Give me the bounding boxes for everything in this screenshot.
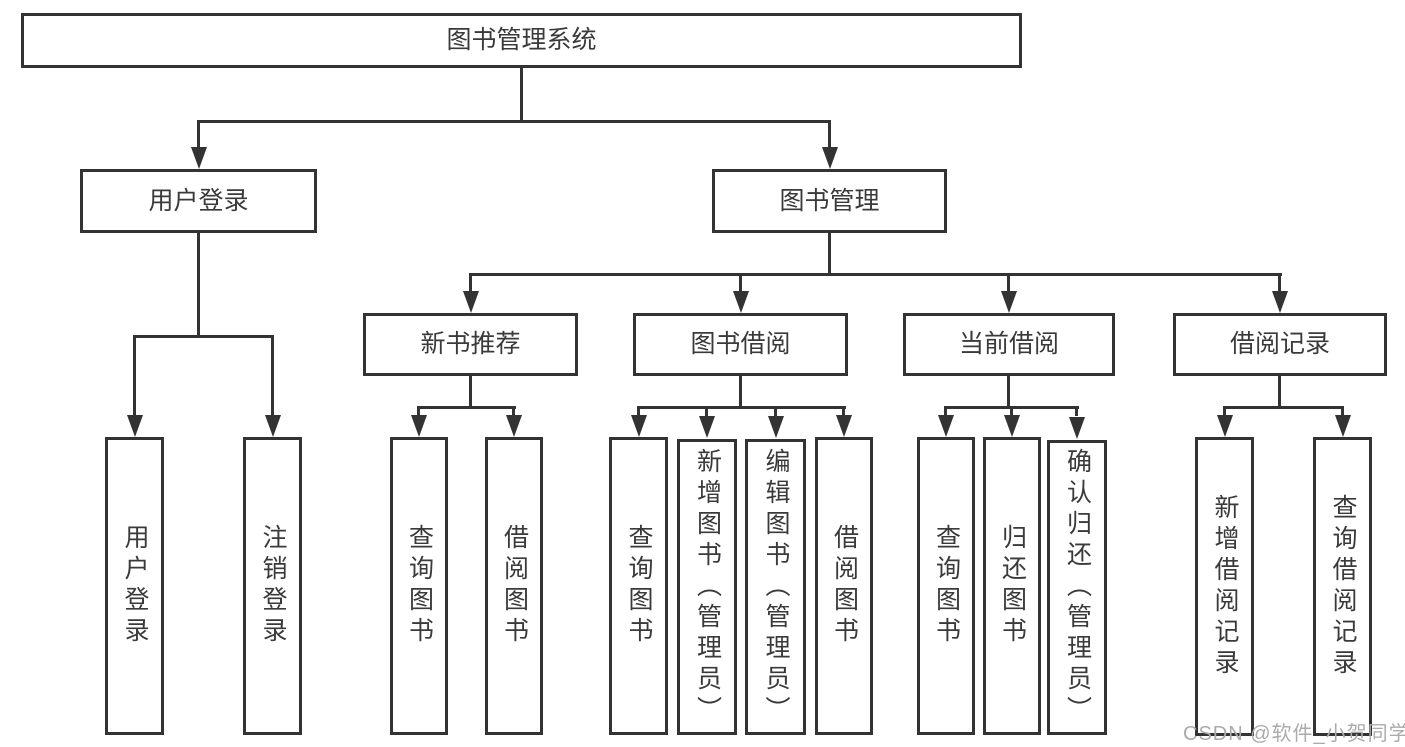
connector-line (512, 406, 515, 416)
csdn-watermark: CSDN @软件_小贺同学 (1183, 723, 1405, 745)
node-book-management-label: 图书管理 (779, 186, 880, 215)
node-borrowing-records: 借阅记录 (1173, 313, 1387, 376)
leaf-user-login-label: 用户登录 (121, 524, 149, 648)
connector-line (1223, 406, 1344, 409)
connector-line (1075, 406, 1078, 416)
connector-line (637, 406, 846, 409)
arrow-down-icon (821, 147, 838, 169)
arrow-down-icon (1272, 291, 1288, 313)
connector-line (1223, 406, 1226, 416)
arrow-down-icon (1069, 417, 1085, 439)
node-library-system: 图书管理系统 (21, 13, 1022, 68)
connector-line (133, 335, 274, 338)
leaf-return-books: 归还图书 (983, 437, 1041, 735)
leaf-query-books-current-label: 查询图书 (932, 524, 961, 648)
arrow-down-icon (630, 415, 647, 437)
leaf-edit-books-admin-label: 编辑图书（管理员） (762, 447, 790, 727)
connector-line (197, 120, 831, 123)
connector-line (1278, 376, 1281, 406)
connector-line (1341, 406, 1344, 416)
connector-line (197, 233, 200, 335)
node-user-login: 用户登录 (80, 169, 317, 233)
leaf-add-books-admin-label: 新增图书（管理员） (693, 447, 722, 727)
leaf-query-books-current: 查询图书 (917, 437, 975, 735)
leaf-query-books-newrec: 查询图书 (390, 437, 448, 735)
connector-line (197, 120, 200, 148)
connector-line (739, 273, 742, 292)
connector-line (469, 273, 1282, 276)
node-new-book-recommend-label: 新书推荐 (420, 330, 521, 358)
connector-line (637, 406, 640, 416)
arrow-down-icon (732, 291, 749, 313)
leaf-query-books-borrow: 查询图书 (609, 437, 668, 735)
connector-line (944, 406, 1079, 409)
node-current-borrowing-label: 当前借阅 (958, 330, 1059, 358)
node-book-borrowing: 图书借阅 (633, 313, 848, 376)
node-book-borrowing-label: 图书借阅 (690, 330, 791, 358)
connector-line (1007, 273, 1010, 292)
leaf-query-borrow-record: 查询借阅记录 (1313, 437, 1372, 736)
arrow-down-icon (411, 415, 427, 437)
arrow-down-icon (1004, 415, 1020, 437)
node-current-borrowing: 当前借阅 (903, 313, 1115, 376)
arrow-down-icon (767, 416, 784, 438)
leaf-borrow-books-newrec: 借阅图书 (485, 437, 543, 735)
connector-line (271, 335, 274, 416)
leaf-query-borrow-record-label: 查询借阅记录 (1329, 493, 1357, 680)
node-user-login-label: 用户登录 (148, 186, 249, 215)
leaf-add-borrow-record: 新增借阅记录 (1195, 437, 1254, 736)
leaf-add-books-admin: 新增图书（管理员） (677, 439, 737, 735)
connector-line (520, 68, 523, 122)
node-library-system-label: 图书管理系统 (446, 26, 597, 54)
arrow-down-icon (126, 415, 143, 437)
arrow-down-icon (506, 415, 522, 437)
connector-line (469, 273, 472, 292)
connector-line (842, 406, 845, 416)
connector-line (739, 376, 742, 406)
arrow-down-icon (1216, 415, 1233, 437)
leaf-return-books-label: 归还图书 (998, 524, 1027, 648)
connector-line (417, 406, 516, 409)
leaf-confirm-return-admin-label: 确认归还（管理员） (1063, 448, 1092, 727)
leaf-query-books-newrec-label: 查询图书 (405, 524, 434, 648)
node-new-book-recommend: 新书推荐 (363, 313, 578, 376)
node-book-management: 图书管理 (712, 169, 947, 233)
arrow-down-icon (836, 415, 852, 437)
connector-line (944, 406, 947, 416)
arrow-down-icon (938, 415, 954, 437)
leaf-add-borrow-record-label: 新增借阅记录 (1211, 493, 1239, 680)
arrow-down-icon (462, 291, 479, 313)
leaf-borrow-books-borrow: 借阅图书 (815, 437, 873, 735)
connector-line (1007, 376, 1010, 406)
arrow-down-icon (1334, 415, 1351, 437)
arrow-down-icon (190, 147, 207, 169)
connector-line (133, 335, 136, 416)
leaf-borrow-books-borrow-label: 借阅图书 (830, 524, 859, 648)
leaf-logout-login-label: 注销登录 (259, 524, 287, 648)
arrow-down-icon (699, 416, 715, 438)
connector-line (705, 406, 708, 416)
connector-line (1278, 273, 1281, 292)
connector-line (828, 233, 831, 273)
leaf-user-login: 用户登录 (105, 437, 164, 735)
connector-line (774, 406, 777, 416)
connector-line (417, 406, 420, 416)
connector-line (828, 120, 831, 148)
arrow-down-icon (1001, 291, 1017, 313)
leaf-confirm-return-admin: 确认归还（管理员） (1047, 440, 1107, 735)
connector-line (1010, 406, 1013, 416)
leaf-query-books-borrow-label: 查询图书 (625, 524, 653, 648)
leaf-logout-login: 注销登录 (243, 437, 302, 735)
leaf-borrow-books-newrec-label: 借阅图书 (500, 524, 529, 648)
connector-line (469, 376, 472, 406)
leaf-edit-books-admin: 编辑图书（管理员） (745, 439, 806, 735)
arrow-down-icon (264, 415, 281, 437)
node-borrowing-records-label: 借阅记录 (1229, 330, 1330, 358)
